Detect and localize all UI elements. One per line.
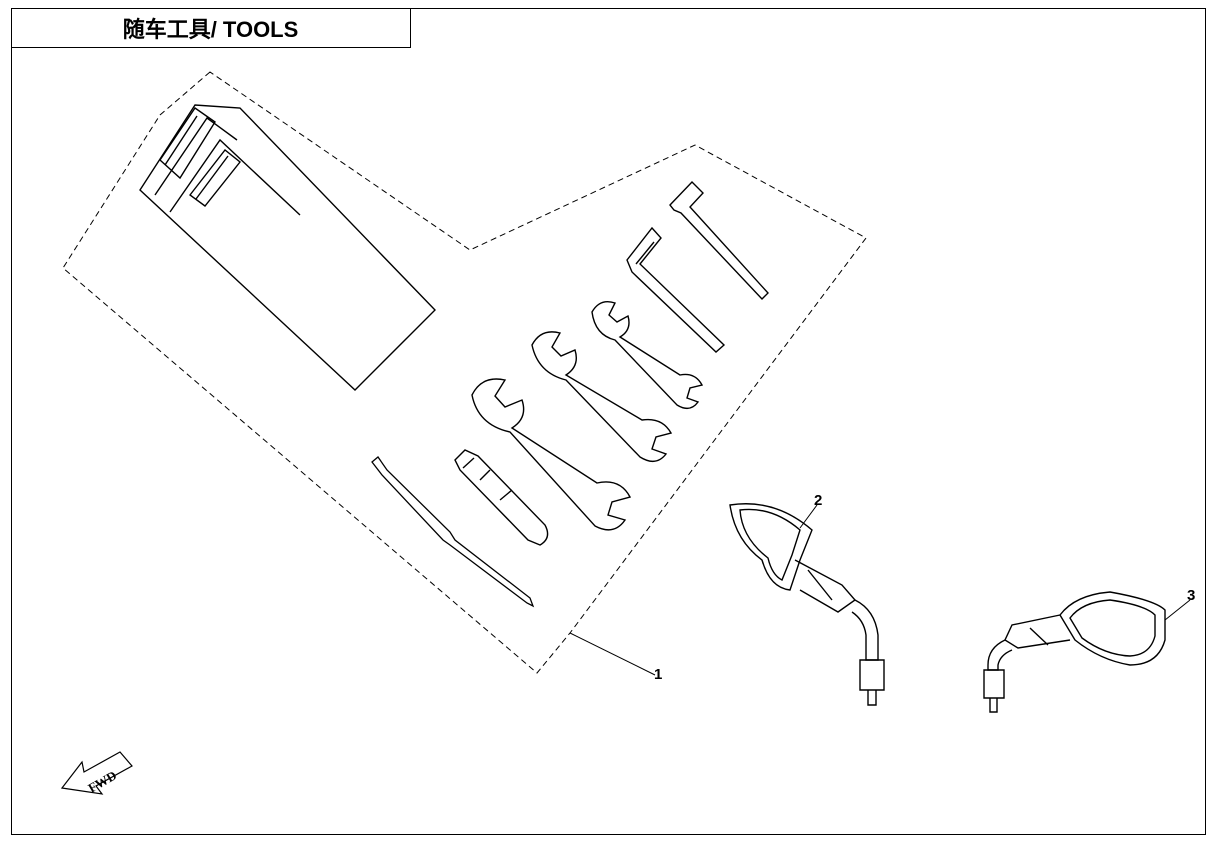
screwdriver-handle (454, 449, 549, 546)
title-block: 随车工具/ TOOLS (11, 8, 411, 48)
toolkit-group-outline (62, 71, 867, 674)
callout-3: 3 (1187, 587, 1195, 604)
forward-arrow-icon: FWD (60, 751, 133, 796)
page-title: 随车工具/ TOOLS (122, 16, 299, 42)
screwdriver-bit (371, 456, 535, 608)
wrench-small (591, 300, 704, 410)
leader-line-3 (1164, 599, 1191, 621)
wrench-medium (531, 331, 673, 462)
wrench-large (471, 378, 632, 531)
mirror-right (983, 591, 1166, 713)
leader-line-2 (799, 504, 818, 529)
callout-2: 2 (814, 492, 822, 509)
mirror-left (729, 503, 885, 706)
tool-pouch (139, 104, 436, 391)
callout-1: 1 (654, 666, 662, 683)
hex-key-small (626, 226, 726, 353)
leader-line-1 (569, 632, 656, 676)
hex-key-large (669, 180, 769, 301)
drawing-frame (11, 8, 1206, 835)
